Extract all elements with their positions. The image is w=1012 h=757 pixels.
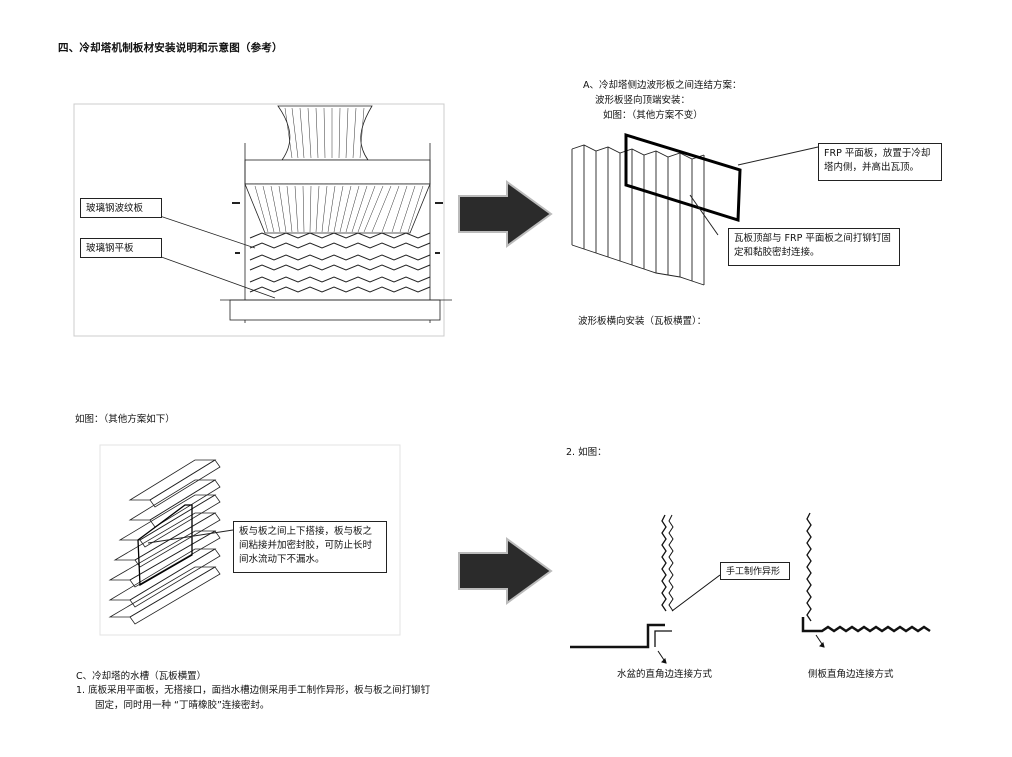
- callout-rivet-seal: 瓦板顶部与 FRP 平面板之间打铆钉固定和黏胶密封连接。: [728, 228, 900, 266]
- right-arrow-icon: [458, 180, 553, 248]
- section-c-item1-line2: 固定，同时用一种 “丁晴橡胶”连接密封。: [95, 700, 270, 711]
- right-angle-joint-diagram: [570, 512, 931, 664]
- section-a-footer: 波形板横向安装（瓦板横置）：: [578, 316, 707, 327]
- corrugated-panel-diagram: [571, 132, 819, 286]
- callout-handmade: 手工制作异形: [720, 562, 790, 580]
- label-side-joint: 侧板直角边连接方式: [808, 669, 894, 680]
- callout-frp-board: FRP 平面板，放置于冷却塔内侧，并高出瓦顶。: [818, 143, 942, 181]
- section-2-caption: 2. 如图：: [566, 447, 607, 458]
- page-heading: 四、冷却塔机制板材安装说明和示意图（参考）: [58, 42, 283, 54]
- callout-overlap: 板与板之间上下搭接，板与板之间粘接并加密封胶，可防止长时间水流动下不漏水。: [233, 521, 387, 573]
- section-c-item1-line1: 1. 底板采用平面板，无搭接口，面挡水槽边侧采用手工制作异形，板与板之间打铆钉: [76, 685, 431, 696]
- overlap-panel-diagram: [99, 444, 401, 636]
- label-corrugated-plate: 玻璃钢波纹板: [80, 198, 162, 218]
- label-basin-joint: 水盆的直角边连接方式: [617, 669, 713, 680]
- right-arrow-icon: [458, 537, 553, 605]
- label-flat-plate: 玻璃钢平板: [80, 238, 162, 258]
- section-c-title: C、冷却塔的水槽（瓦板横置）: [76, 671, 207, 682]
- section-a-title: A、冷却塔侧边波形板之间连结方案：: [583, 80, 742, 91]
- section-a-line3: 如图：（其他方案不变）: [603, 110, 703, 121]
- section-a-line2: 波形板竖向顶端安装：: [595, 95, 691, 106]
- cooling-tower-diagram: [73, 103, 452, 337]
- section-b-caption: 如图：（其他方案如下）: [75, 414, 175, 425]
